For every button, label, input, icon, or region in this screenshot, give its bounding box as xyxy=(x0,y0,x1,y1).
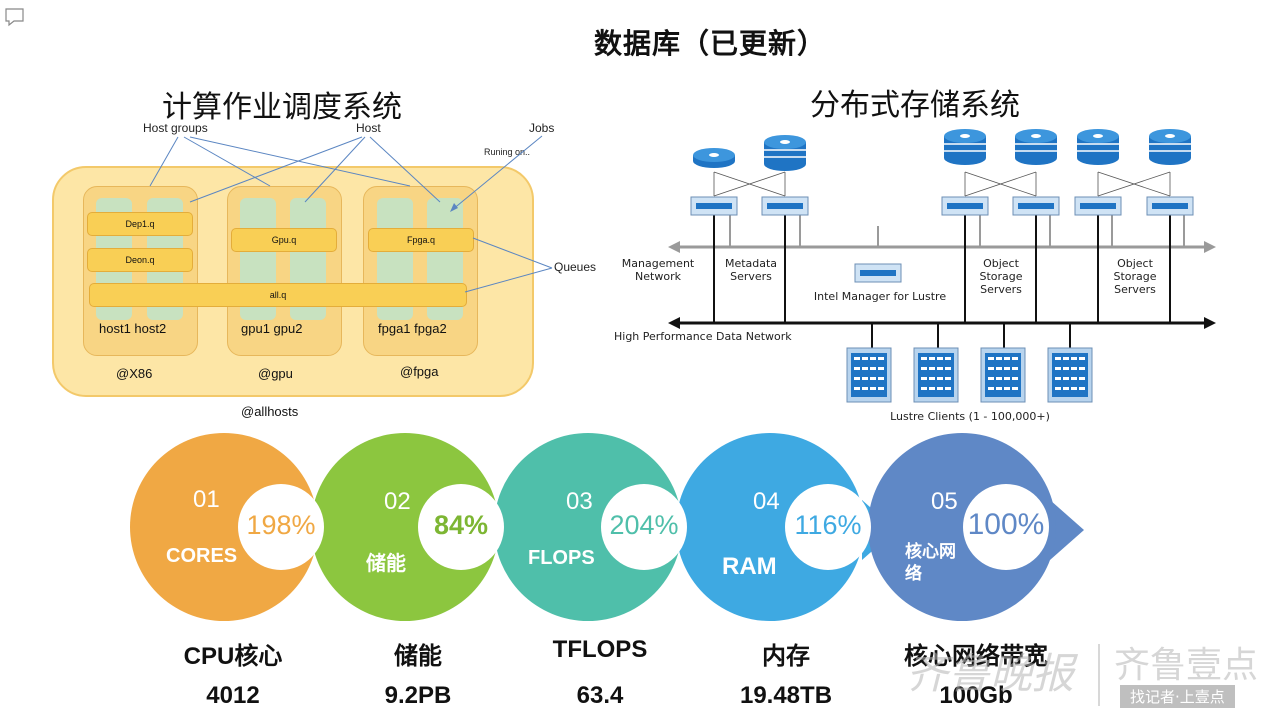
metadata-servers-text: Metadata Servers xyxy=(724,257,778,283)
metric-percent-text: 100% xyxy=(967,508,1045,541)
stat-value: 100Gb xyxy=(939,682,1013,709)
metric-circle-label: FLOPS xyxy=(528,547,595,569)
metric-percent-text: 116% xyxy=(794,510,862,540)
stat-value: 9.2PB xyxy=(384,682,452,709)
group-label: @X86 xyxy=(116,366,153,381)
metric-circle-cores xyxy=(130,433,318,621)
metadata-servers-label: Metadata Servers xyxy=(720,257,782,283)
oss-text-1: Object Storage Servers xyxy=(979,257,1023,296)
metric-number: 02 xyxy=(384,488,411,515)
storage-diagram xyxy=(668,128,1216,403)
client-rack-icon xyxy=(846,347,1093,403)
queue-bar: Gpu.q xyxy=(231,228,337,252)
hpdn-label: High Performance Data Network xyxy=(614,330,792,343)
watermark-brand: 齐鲁壹点 xyxy=(1114,645,1259,686)
metric-circle-label: 储能 xyxy=(366,553,406,575)
watermark-slogan: 找记者·上壹点 xyxy=(1120,685,1235,708)
metric-circle-ram xyxy=(676,433,864,621)
watermark-text: 齐鲁晚报 xyxy=(906,649,1075,698)
group-label: @gpu xyxy=(258,366,293,381)
pct-bubble xyxy=(785,484,871,570)
queue-label: Deon.q xyxy=(125,255,155,265)
metric-circle-label: CORES xyxy=(166,545,238,567)
stat-name: TFLOPS xyxy=(552,636,648,663)
allhosts-label: @allhosts xyxy=(241,404,299,419)
stat-name: CPU核心 xyxy=(183,643,283,670)
metric-percent-text: 204% xyxy=(609,510,679,540)
host-label: gpu1 gpu2 xyxy=(241,321,303,336)
annotation-lines xyxy=(149,135,553,293)
queue-label: Dep1.q xyxy=(125,219,155,229)
host-label-top: Host xyxy=(356,121,381,135)
stat-value: 63.4 xyxy=(576,682,624,709)
host-label: fpga1 fpga2 xyxy=(378,321,447,336)
metric-percent-text: 198% xyxy=(246,510,316,540)
jobs-label: Jobs xyxy=(529,121,555,135)
queue-bar: Deon.q xyxy=(87,248,193,272)
storage-disk-icon xyxy=(693,128,1192,172)
stat-name: 内存 xyxy=(762,643,810,670)
host-groups-label: Host groups xyxy=(143,121,208,135)
pct-bubble xyxy=(418,484,504,570)
stat-value: 4012 xyxy=(206,682,260,709)
queues-label: Queues xyxy=(554,260,597,274)
intel-manager-label: Intel Manager for Lustre xyxy=(813,290,947,303)
pct-bubble xyxy=(238,484,324,570)
metric-percent: 100% xyxy=(958,508,1054,542)
metric-percent: 84% xyxy=(413,510,509,541)
oss-label-2: Object Storage Servers xyxy=(1110,257,1160,296)
queue-bar: Fpga.q xyxy=(368,228,474,252)
metric-percent: 116% xyxy=(780,510,876,541)
metric-number: 03 xyxy=(566,488,593,515)
metric-circle-label: 核心网络 xyxy=(905,542,956,583)
page-title: 数据库（已更新） xyxy=(593,27,826,60)
queue-bar: all.q xyxy=(89,283,467,307)
scheduler-title: 计算作业调度系统 xyxy=(162,90,402,125)
metric-percent: 204% xyxy=(596,510,692,541)
metric-circle-storage xyxy=(311,433,499,621)
storage-title: 分布式存储系统 xyxy=(810,88,1020,123)
group-label: @fpga xyxy=(400,364,439,379)
metric-percent: 198% xyxy=(233,510,329,541)
stat-value: 19.48TB xyxy=(739,682,833,709)
metric-percent-text: 84% xyxy=(433,510,489,540)
comment-icon[interactable] xyxy=(3,6,27,30)
stat-name: 核心网络带宽 xyxy=(904,643,1048,670)
queue-label: all.q xyxy=(269,290,287,300)
metric-number: 04 xyxy=(753,488,780,515)
oss-label-1: Object Storage Servers xyxy=(976,257,1026,296)
metric-circle-flops xyxy=(494,433,682,621)
pct-bubble xyxy=(601,484,687,570)
metric-circle-label: RAM xyxy=(722,553,777,580)
oss-text-2: Object Storage Servers xyxy=(1113,257,1157,296)
host-label: host1 host2 xyxy=(99,321,167,336)
queue-label: Fpga.q xyxy=(406,235,436,245)
queue-label: Gpu.q xyxy=(271,235,297,245)
metric-number: 01 xyxy=(193,486,220,513)
mgmt-network-text: Management Network xyxy=(621,257,695,283)
running-label: Runing on.. xyxy=(484,147,531,157)
stat-name: 储能 xyxy=(394,643,442,670)
watermark-divider xyxy=(1098,644,1100,706)
clients-label: Lustre Clients (1 - 100,000+) xyxy=(890,410,1050,423)
pct-bubble xyxy=(963,484,1049,570)
queue-bar: Dep1.q xyxy=(87,212,193,236)
metric-circle-network xyxy=(868,433,1056,621)
metrics-chain xyxy=(130,433,1084,621)
mgmt-network-label: Management Network xyxy=(618,257,698,283)
metric-number: 05 xyxy=(931,488,958,515)
